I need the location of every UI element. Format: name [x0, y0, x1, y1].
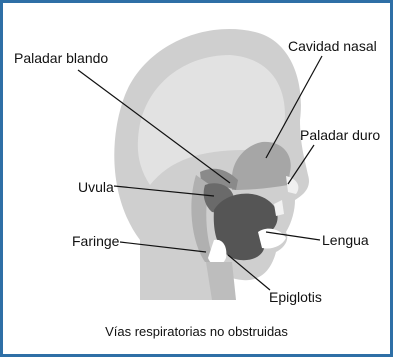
pharynx-wall: [191, 175, 215, 262]
label-cavidad-nasal: Cavidad nasal: [288, 38, 377, 54]
label-epiglotis: Epiglotis: [269, 289, 322, 305]
epiglottis-shape: [208, 239, 227, 266]
leader-cavidad-nasal: [265, 55, 323, 159]
label-lengua: Lengua: [322, 232, 369, 248]
label-faringe: Faringe: [72, 233, 120, 249]
leader-uvula: [113, 185, 215, 197]
skull-cavity: [137, 55, 285, 185]
leader-faringe: [119, 241, 207, 253]
leader-paladar-duro: [287, 144, 315, 185]
leader-lines: [77, 55, 323, 291]
label-uvula: Uvula: [78, 179, 114, 195]
leader-epiglotis: [227, 254, 271, 291]
leader-paladar-blando: [77, 69, 231, 184]
nasal-tissue: [232, 141, 291, 190]
larynx: [206, 262, 236, 300]
label-paladar-blando: Paladar blando: [14, 50, 109, 66]
label-paladar-duro: Paladar duro: [300, 127, 381, 143]
teeth: [274, 200, 284, 216]
leader-lengua: [265, 231, 321, 241]
nose-tip: [286, 176, 299, 194]
diagram-caption: Vías respiratorias no obstruidas: [105, 324, 288, 339]
